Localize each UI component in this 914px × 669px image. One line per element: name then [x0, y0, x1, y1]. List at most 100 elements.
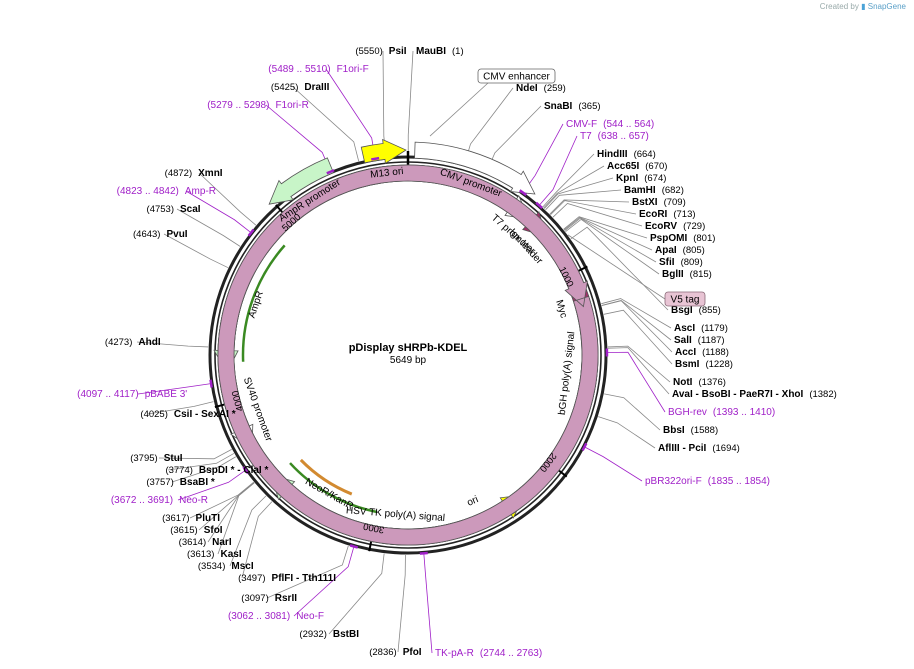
primer-label-5: (3062 .. 3081) Neo-F — [228, 611, 324, 622]
enzyme-name: NarI — [212, 537, 232, 548]
v5-tag-box — [664, 291, 706, 307]
v5-leader — [567, 234, 666, 300]
site-leader-6 — [545, 189, 622, 211]
site-label-2: SnaBI(365) — [544, 101, 601, 112]
plasmid-length: 5649 bp — [390, 355, 427, 366]
enzyme-name: AccI — [675, 347, 696, 358]
enzyme-name: KpnI — [616, 173, 638, 184]
site-position: (815) — [690, 269, 712, 280]
enzyme-name: AhdI — [138, 337, 160, 348]
site-label-18: BsmI(1228) — [675, 359, 733, 370]
site-label-4: Acc65I(670) — [607, 161, 667, 172]
site-leader-15 — [601, 298, 672, 329]
enzyme-name: PvuI — [166, 229, 187, 240]
neor-direction-arrow — [289, 462, 378, 514]
enzyme-name: SfiI — [659, 257, 675, 268]
primer-name: Neo-F — [296, 611, 324, 622]
primer-leader-7 — [539, 135, 578, 205]
primer-leader-9 — [585, 447, 643, 482]
primer-label-7: T7(638 .. 657) — [580, 131, 649, 142]
site-leader-10 — [563, 216, 648, 239]
site-label-3: HindIII(664) — [597, 149, 656, 160]
enzyme-name: BsgI — [671, 305, 693, 316]
site-leader-5 — [543, 177, 614, 209]
primer-label-0: (5489 .. 5510)F1ori-F — [268, 64, 369, 75]
site-leader-31 — [167, 453, 235, 471]
site-position: (805) — [683, 245, 705, 256]
site-leader-27 — [163, 233, 229, 269]
enzyme-name: DraIII — [304, 82, 329, 93]
primer-site-3 — [209, 379, 213, 388]
site-position: (5550) — [355, 46, 382, 57]
site-label-37: (3534)MscI — [198, 561, 254, 572]
site-position: (1187) — [698, 335, 725, 346]
site-label-22: AflIII - PciI(1694) — [658, 443, 740, 454]
site-leader-33 — [189, 481, 254, 519]
site-position: (5425) — [271, 82, 298, 93]
site-position: (1588) — [691, 425, 718, 436]
site-position: (713) — [673, 209, 695, 220]
site-label-28: (4273) AhdI — [105, 337, 161, 348]
primer-site-2 — [247, 228, 255, 237]
enzyme-name: BamHI — [624, 185, 656, 196]
site-position: (2932) — [299, 629, 326, 640]
primer-leader-8 — [607, 351, 666, 413]
site-leader-14 — [570, 226, 669, 311]
enzyme-name: EcoRV — [645, 221, 677, 232]
primer-site-9 — [581, 442, 588, 452]
site-position: (3534) — [198, 561, 225, 572]
site-leader-22 — [598, 416, 656, 449]
features-layer — [209, 138, 609, 555]
site-position: (3062 .. 3081) — [228, 611, 290, 622]
site-leader-38 — [241, 501, 273, 579]
primer-site-4 — [242, 466, 250, 475]
site-label-39: (3097)RsrII — [241, 593, 297, 604]
site-label-5: KpnI(674) — [616, 173, 666, 184]
site-position: (3497) — [238, 573, 265, 584]
site-leader-40 — [328, 553, 385, 635]
tick-label-3000: 3000 — [362, 520, 385, 535]
site-label-26: (4753)ScaI — [147, 204, 201, 215]
site-label-23: (5550) PsiI — [355, 46, 406, 57]
enzyme-name: ScaI — [180, 204, 201, 215]
primer-label-2: (4823 .. 4842) Amp-R — [117, 186, 216, 197]
primer-site-0 — [371, 156, 380, 161]
site-position: (670) — [645, 161, 667, 172]
primer-site-7 — [535, 201, 543, 209]
primer-label-1: (5279 .. 5298)F1ori-R — [207, 100, 309, 111]
enzyme-name: KasI — [220, 549, 241, 560]
site-leader-37 — [229, 495, 267, 567]
snapgene-brand: SnapGene — [867, 2, 906, 11]
feature-label-m13: M13 ori — [370, 166, 404, 181]
site-position: (1694) — [712, 443, 739, 454]
enzyme-name: BspDI * - ClaI * — [199, 465, 269, 476]
site-leader-20 — [607, 347, 670, 395]
primer-site-10 — [419, 551, 428, 555]
primer-name: Amp-R — [185, 186, 216, 197]
feature-ampprom — [268, 157, 334, 205]
site-leader-12 — [564, 217, 657, 263]
site-position: (3614) — [179, 537, 206, 548]
site-position: (4823 .. 4842) — [117, 186, 179, 197]
site-label-1: NdeI(259) — [516, 83, 566, 94]
site-leader-19 — [607, 345, 671, 383]
feature-label-hsv: HSV TK poly(A) signal — [346, 505, 446, 524]
credit-text: Created by — [819, 2, 859, 11]
primer-name: pBR322ori-F — [645, 476, 702, 487]
site-label-17: AccI(1188) — [675, 347, 729, 358]
primer-leader-3 — [137, 383, 211, 395]
site-label-19: NotI(1376) — [673, 377, 726, 388]
site-position: (709) — [664, 197, 686, 208]
enzyme-name: BglII — [662, 269, 684, 280]
enzyme-name: BstBI — [333, 629, 359, 640]
primer-name: CMV-F — [566, 119, 597, 130]
primer-name: pBABE 3' — [145, 389, 188, 400]
enzyme-name: PsiI — [389, 46, 407, 57]
site-position: (4273) — [105, 337, 132, 348]
site-position: (3774) — [165, 465, 192, 476]
site-leader-9 — [552, 202, 643, 227]
primer-name: TK-pA-R — [435, 648, 474, 659]
site-label-11: ApaI(805) — [655, 245, 705, 256]
site-position: (2836) — [369, 647, 396, 658]
